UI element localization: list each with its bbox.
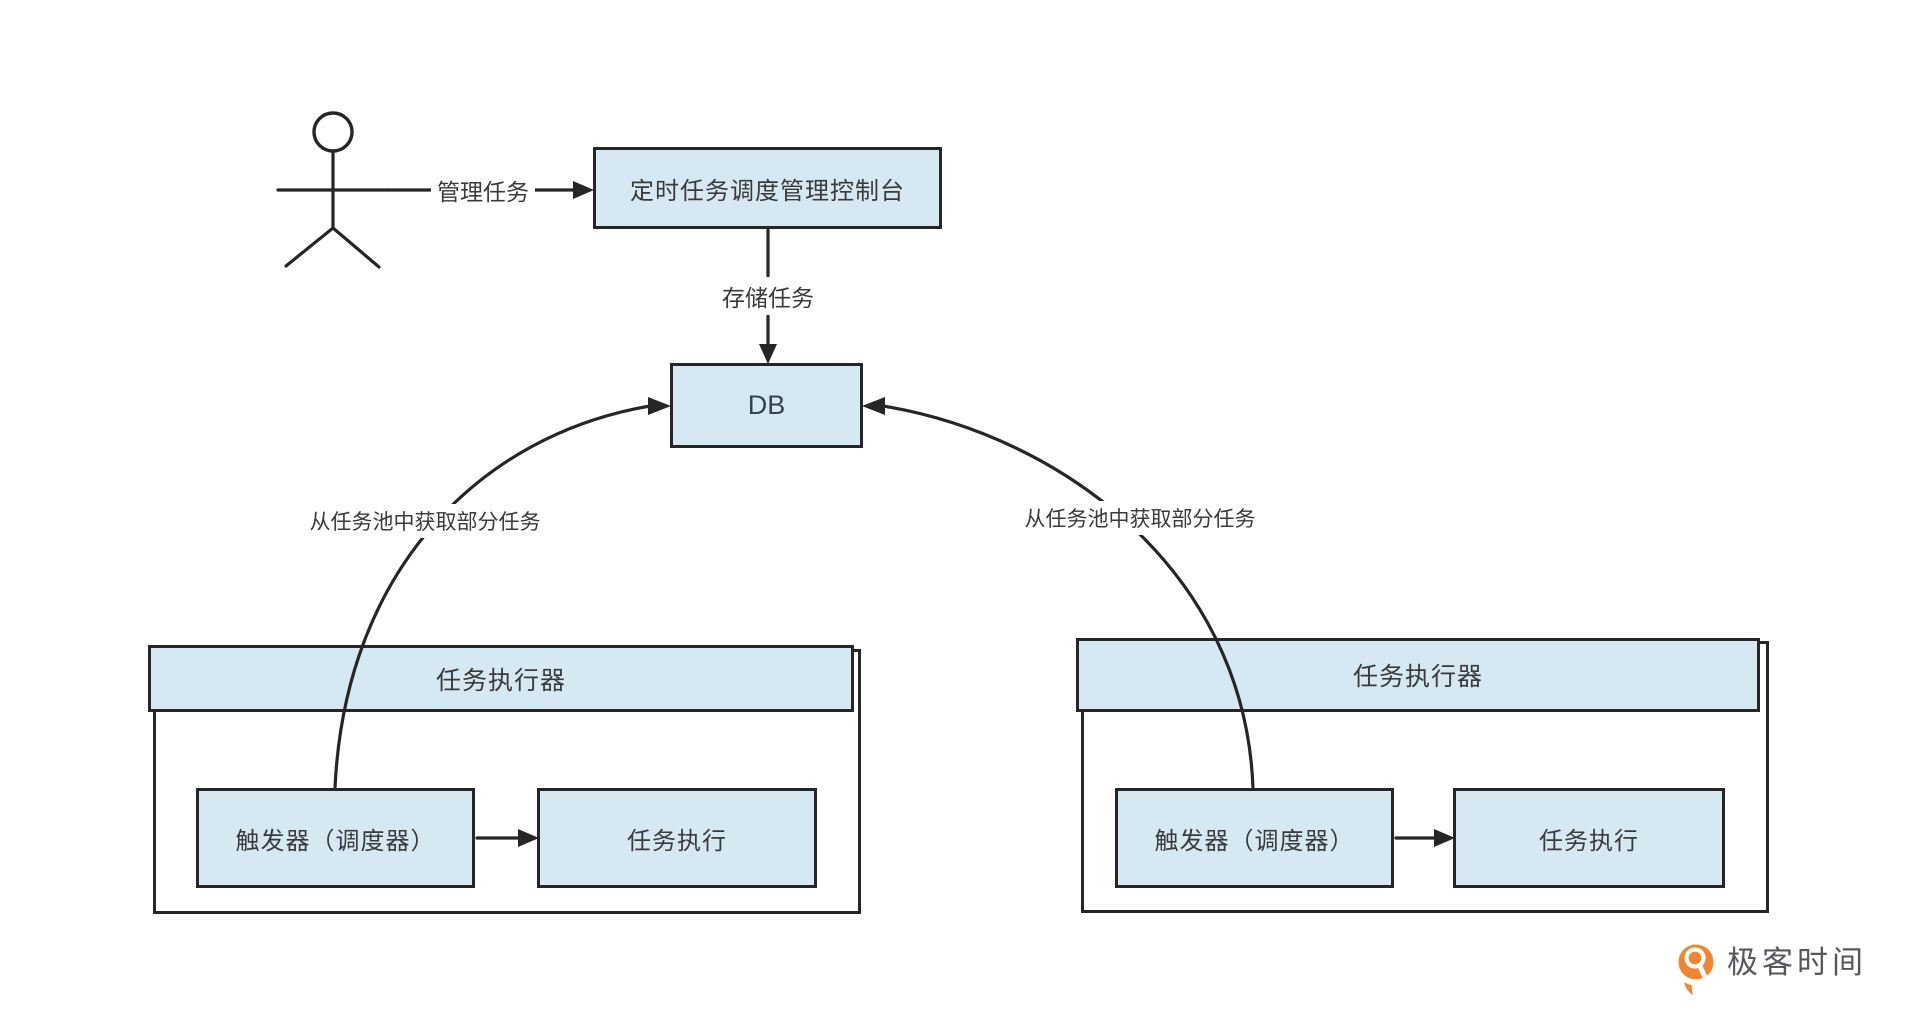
edge-store-label: 存储任务 bbox=[716, 277, 820, 315]
node-console: 定时任务调度管理控制台 bbox=[593, 147, 942, 229]
edge-fetch-left-label: 从任务池中获取部分任务 bbox=[303, 504, 547, 538]
geektime-logo-icon bbox=[1678, 944, 1714, 995]
node-exec-left: 任务执行 bbox=[537, 788, 817, 888]
node-exec-right: 任务执行 bbox=[1453, 788, 1725, 888]
edge-manage-label: 管理任务 bbox=[431, 171, 535, 209]
node-db: DB bbox=[670, 363, 863, 448]
node-exec-left-label: 任务执行 bbox=[627, 827, 727, 855]
node-trigger-right: 触发器（调度器） bbox=[1115, 788, 1394, 888]
node-exec-right-label: 任务执行 bbox=[1539, 827, 1639, 855]
node-trigger-left: 触发器（调度器） bbox=[196, 788, 475, 888]
executor-right-title: 任务执行器 bbox=[1352, 663, 1483, 691]
geektime-logo-text: 极客时间 bbox=[1727, 945, 1867, 980]
node-console-label: 定时任务调度管理控制台 bbox=[630, 177, 905, 205]
edge-fetch-right-label: 从任务池中获取部分任务 bbox=[1018, 501, 1262, 535]
node-trigger-left-label: 触发器（调度器） bbox=[235, 827, 436, 855]
node-db-label: DB bbox=[747, 390, 786, 420]
executor-right-header: 任务执行器 bbox=[1076, 638, 1760, 712]
node-trigger-right-label: 触发器（调度器） bbox=[1154, 827, 1355, 855]
actor-figure bbox=[276, 111, 390, 269]
executor-left-title: 任务执行器 bbox=[435, 666, 566, 695]
executor-left-header: 任务执行器 bbox=[148, 645, 854, 712]
